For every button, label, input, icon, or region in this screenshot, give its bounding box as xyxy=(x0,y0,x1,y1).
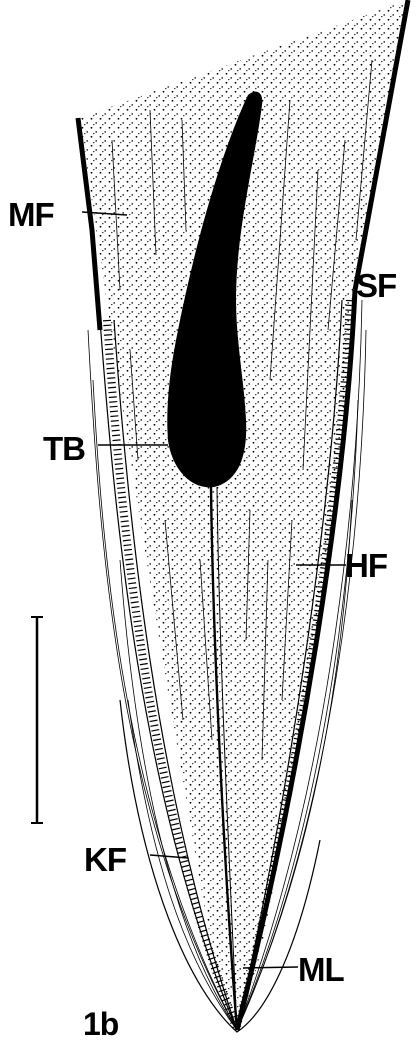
figure-number: 1b xyxy=(83,1008,118,1040)
label-sf: SF xyxy=(356,269,396,302)
label-ml: ML xyxy=(298,953,344,986)
label-kf: KF xyxy=(84,843,126,876)
label-mf: MF xyxy=(8,198,54,231)
scale-bar xyxy=(31,617,43,823)
label-hf: HF xyxy=(345,549,387,582)
label-tb: TB xyxy=(43,432,85,465)
